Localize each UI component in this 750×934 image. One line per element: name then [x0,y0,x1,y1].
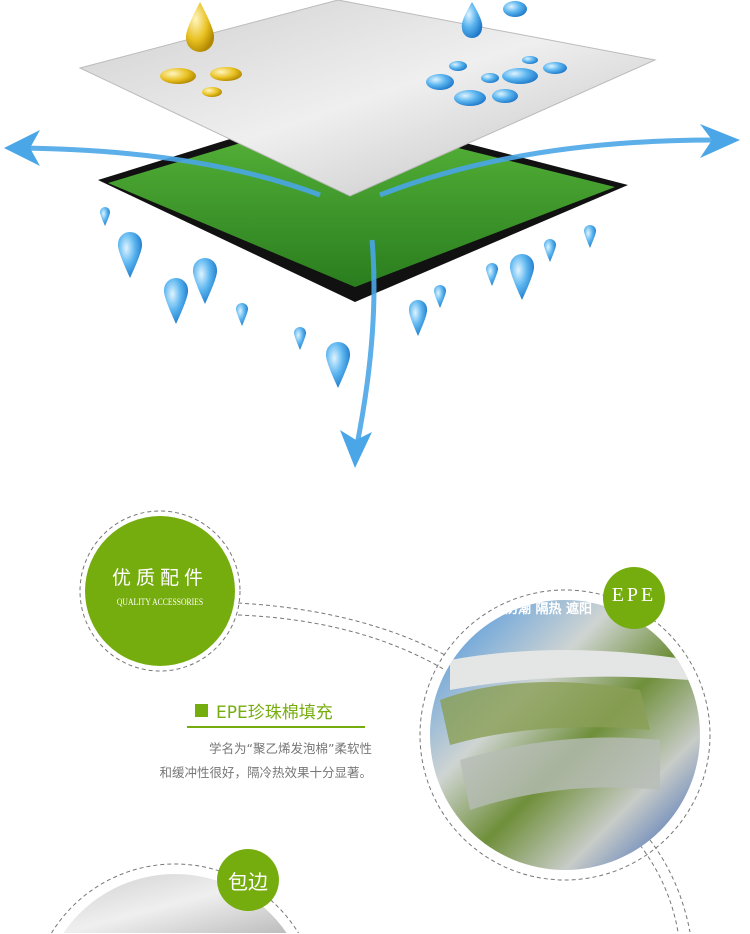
aluminum-film-layer [78,0,657,197]
heading-underline [187,726,365,728]
quality-badge-subtitle: QUALITY ACCESSORIES [116,597,204,607]
binding-badge-label: 包边 [228,870,268,894]
epe-foam-photo: 防潮 隔热 遮阳 [430,600,700,870]
feature-heading-text: EPE珍珠棉填充 [216,703,333,723]
quality-badge-ring [79,510,241,672]
airflow-arrows [19,137,716,451]
connector-lines [237,602,691,933]
grass-layer [98,108,628,302]
binding-badge-circle [217,849,279,911]
quality-badge-title: 优质配件 [111,567,208,589]
epe-badge-label: EPE [611,584,657,606]
square-bullet-icon [195,704,208,717]
epe-badge-circle [603,567,665,629]
water-drops-on-film [426,1,567,106]
photo-ring [419,589,711,881]
arrow-down-icon [340,430,372,468]
feature-heading: EPE珍珠棉填充 [195,698,333,723]
description-line: 学名为“聚乙烯发泡棉”柔软性 [209,741,372,756]
feature-description: 学名为“聚乙烯发泡棉”柔软性 和缓冲性很好，隔冷热效果十分显著。 [159,737,372,785]
quality-badge-circle [85,516,235,666]
arrow-left-icon [4,130,40,166]
arrow-right-icon [700,124,740,158]
oil-drops [160,2,242,97]
water-drops-falling [100,207,596,388]
description-line: 和缓冲性很好，隔冷热效果十分显著。 [159,765,372,780]
photo-print-text: 防潮 隔热 遮阳 [505,601,592,617]
